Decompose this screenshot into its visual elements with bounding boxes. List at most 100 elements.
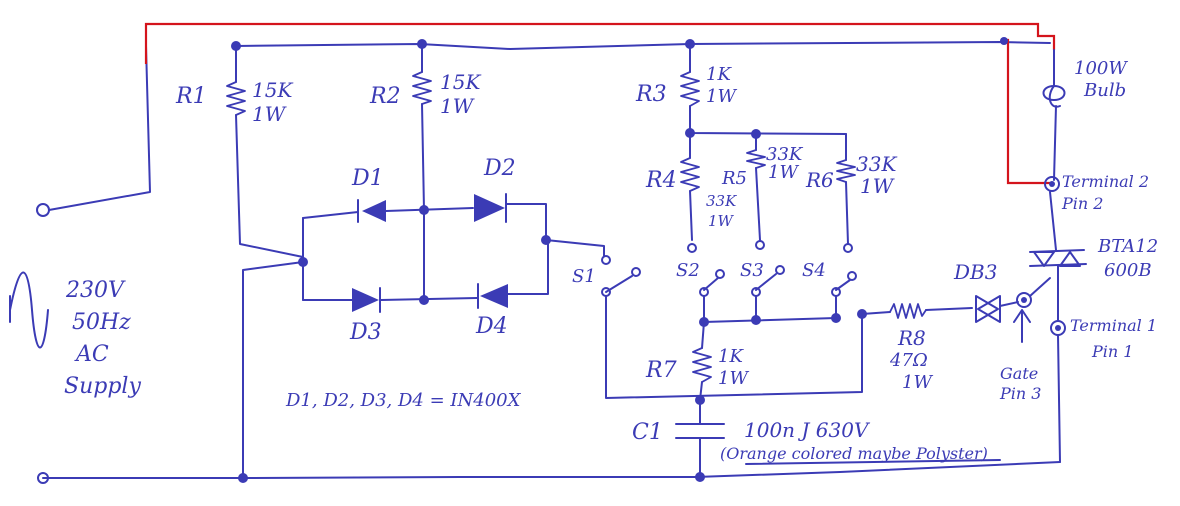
- ac-input-wire-top: [48, 45, 151, 211]
- s2-contact-side: [715, 269, 725, 279]
- s2-contact-top: [687, 243, 697, 253]
- r4-zigzag: [680, 157, 700, 192]
- supply-line1: 230V: [66, 278, 124, 303]
- r7-ref-label: R7: [646, 358, 677, 383]
- terminal2-pin-label: Pin 2: [1062, 194, 1104, 213]
- r5-rating-label: 1W: [768, 162, 798, 183]
- gate-terminal: [1016, 292, 1032, 308]
- r2-wire-down: [421, 103, 425, 211]
- switch-s1: [605, 275, 633, 293]
- r6-ref-label: R6: [806, 168, 834, 192]
- r3-wire-down: [689, 105, 847, 135]
- r6-value-label: 33K: [856, 152, 897, 176]
- bridge-out-wire: [545, 239, 605, 257]
- switch-s3: [755, 273, 777, 291]
- diode-note-label: D1, D2, D3, D4 = IN400X: [286, 390, 521, 411]
- switch-common-bus: [703, 295, 837, 323]
- r6-rating-label: 1W: [860, 174, 894, 198]
- s1-output-wire: [605, 295, 863, 399]
- c1-note-underline: [745, 459, 1001, 465]
- gate-label: Gate: [1000, 364, 1039, 383]
- triac-rating-label: 600B: [1104, 260, 1152, 281]
- r8-wire-right: [925, 307, 973, 311]
- s1-label: S1: [572, 266, 596, 287]
- s1-contact-side: [631, 267, 641, 277]
- triac-mt2-wire: [1049, 191, 1057, 251]
- r2-ref-label: R2: [370, 84, 401, 109]
- diac-db3: [975, 295, 1001, 323]
- r7-zigzag: [692, 347, 712, 383]
- r1-zigzag: [226, 81, 246, 116]
- gate-wire: [999, 301, 1019, 307]
- ac-input-terminal-top: [36, 203, 50, 217]
- d4-label: D4: [476, 314, 508, 339]
- r1-ref-label: R1: [176, 84, 207, 109]
- capacitor-c1: [675, 423, 725, 439]
- bulb-power-label: 100W: [1074, 58, 1127, 79]
- r8-zigzag: [889, 303, 927, 319]
- r6-wire-down: [845, 181, 849, 245]
- c1-ref-label: C1: [632, 420, 663, 445]
- diode-d1: [357, 199, 386, 223]
- r2-rating-label: 1W: [440, 94, 474, 118]
- r1-rating-label: 1W: [252, 102, 286, 126]
- s1-contact-top: [601, 255, 611, 265]
- terminal2-node: [1044, 176, 1060, 192]
- r7-value-label: 1K: [718, 346, 743, 367]
- s4-contact-top: [843, 243, 853, 253]
- s3-contact-top: [755, 240, 765, 250]
- triac-part-label: BTA12: [1098, 236, 1159, 257]
- r8-ref-label: R8: [898, 326, 926, 350]
- bridge-bottom-wire: [302, 239, 549, 301]
- junction-dots: [231, 37, 1008, 483]
- r2-zigzag: [412, 71, 432, 105]
- r8-rating-label: 1W: [902, 372, 932, 393]
- r5-wire-down: [755, 167, 761, 241]
- terminal1-pin-label: Pin 1: [1092, 342, 1134, 361]
- supply-line4: Supply: [64, 374, 141, 399]
- gate-arrow: [1013, 309, 1031, 343]
- bulb-wire-down: [1053, 105, 1057, 181]
- r2-value-label: 15K: [440, 70, 481, 94]
- r4-value-label: 33K: [706, 192, 737, 210]
- r3-ref-label: R3: [636, 82, 667, 107]
- s4-label: S4: [802, 260, 826, 281]
- supply-line3: AC: [76, 342, 109, 367]
- r3-zigzag: [680, 71, 700, 107]
- r4-wire-down: [689, 190, 693, 241]
- supply-line2: 50Hz: [72, 310, 131, 335]
- r8-value-label: 47Ω: [890, 350, 928, 371]
- bottom-rail-wire: [42, 461, 1061, 479]
- db3-label: DB3: [954, 260, 998, 284]
- r7-rating-label: 1W: [718, 368, 748, 389]
- s2-label: S2: [676, 260, 700, 281]
- r3-value-label: 1K: [706, 64, 731, 85]
- bulb-symbol: [1042, 85, 1066, 108]
- top-rail-wire: [235, 41, 1051, 50]
- r3-rating-label: 1W: [706, 86, 736, 107]
- terminal1-wire-down: [1057, 334, 1061, 463]
- bridge-top-wire: [302, 203, 547, 241]
- bulb-name-label: Bulb: [1084, 80, 1127, 101]
- d3-label: D3: [350, 320, 382, 345]
- r4-rating-label: 1W: [708, 212, 733, 230]
- c1-note-label: (Orange colored maybe Polyster): [720, 444, 988, 463]
- terminal1-label: Terminal 1: [1070, 316, 1158, 335]
- terminal2-label: Terminal 2: [1062, 172, 1150, 191]
- diode-d3: [352, 287, 381, 313]
- gate-pin-label: Pin 3: [1000, 384, 1042, 403]
- r1-wire-down: [235, 114, 304, 258]
- c1-value-label: 100n J 630V: [744, 418, 869, 442]
- r5-ref-label: R5: [722, 168, 748, 189]
- s4-contact-side: [847, 271, 857, 281]
- diode-d2: [474, 193, 507, 223]
- s3-label: S3: [740, 260, 764, 281]
- diode-d4: [477, 283, 508, 309]
- r4-ref-label: R4: [646, 168, 677, 193]
- d2-label: D2: [484, 156, 516, 181]
- r5-zigzag: [746, 149, 766, 169]
- r6-zigzag: [836, 159, 856, 183]
- s3-contact-side: [775, 265, 785, 275]
